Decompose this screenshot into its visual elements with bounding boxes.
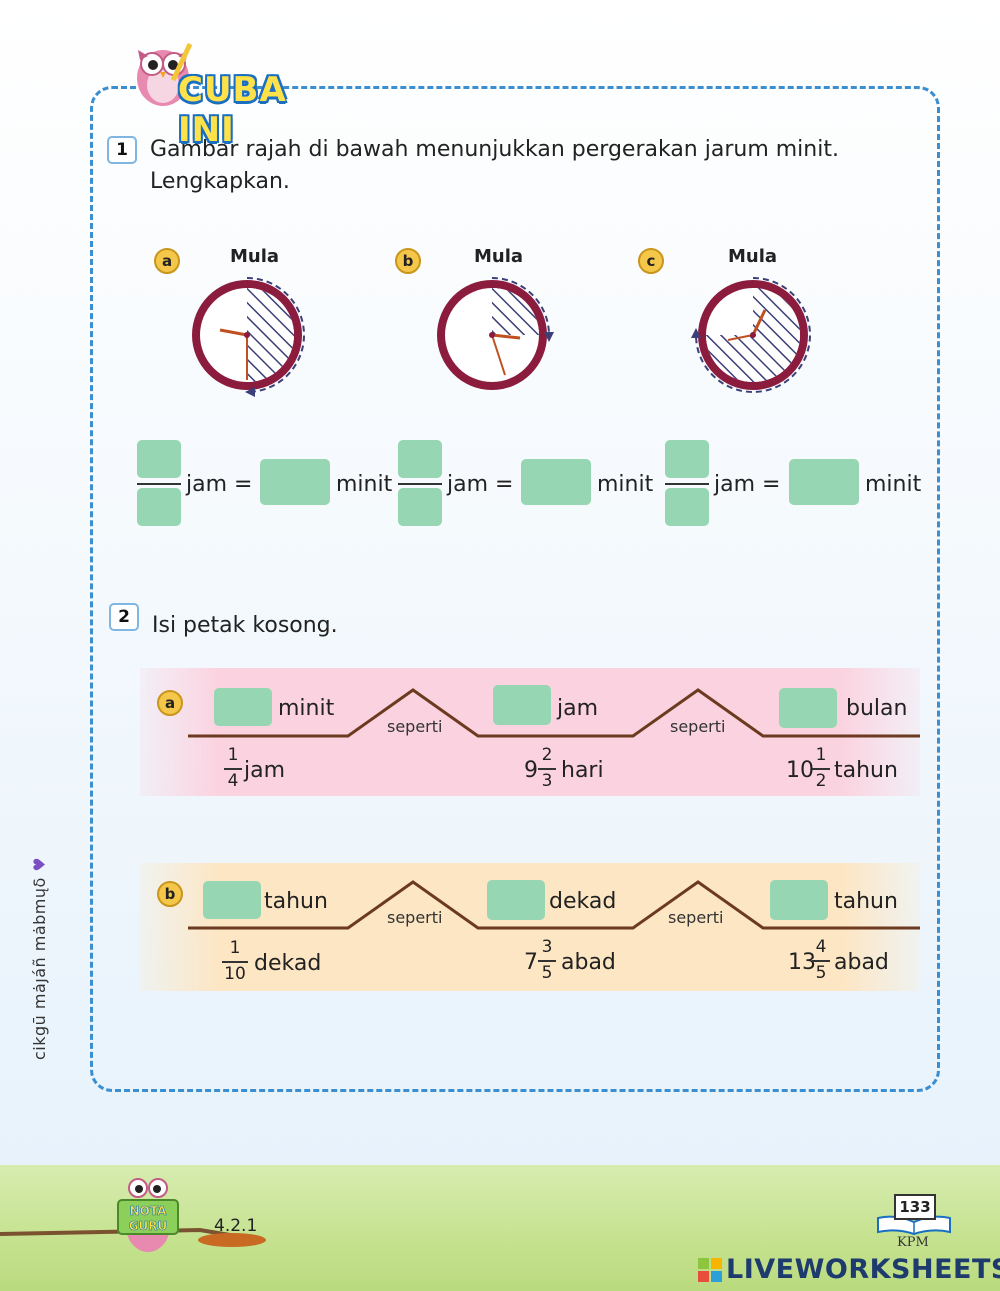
guru-label: GURU [129,1219,168,1233]
side-text-label: cikgū mȧȷáñ mȧbmųδ [30,877,49,1060]
clock-b [437,277,554,390]
band-a-unit-1: minit [278,696,335,721]
band-b-frac-3-unit: abad [834,950,889,975]
band-a-letter: a [157,690,183,716]
question-2-number: 2 [109,603,139,631]
band-a-frac-1-num: 1 [227,745,239,765]
band-b-frac-3-whole: 13 [788,950,816,975]
band-a-frac-2-den: 3 [541,771,553,791]
clock-a-numerator-box[interactable] [137,440,181,478]
question-1-number: 1 [107,136,137,164]
band-a-unit-3: bulan [846,696,908,721]
fraction-bar [812,960,830,962]
question-1-text-line1: Gambar rajah di bawah menunjukkan perger… [150,137,839,162]
clock-c-unit-jam: jam = [714,472,781,497]
band-a-box-2[interactable] [493,685,551,725]
fraction-bar [222,961,248,963]
band-b-frac-2-num: 3 [541,937,553,957]
clock-a-mula-label: Mula [230,246,280,267]
activity-frame [90,86,940,1092]
liveworksheets-brand: LIVEWORKSHEETS [726,1254,1000,1285]
band-a-frac-3-num: 1 [815,745,827,765]
band-b-frac-1-num: 1 [229,938,241,958]
band-a-frac-1-unit: jam [244,758,286,783]
owl-icon [137,42,193,106]
band-b-unit-1: tahun [264,889,328,914]
liveworksheets-logo-icon [698,1258,722,1282]
header-title: CUBA INI [178,70,287,150]
question-1-text-line2: Lengkapkan. [150,169,290,194]
band-b-line [188,880,920,930]
band-b-unit-3: tahun [834,889,898,914]
nota-guru-owl-icon: NOTA GURU [0,1178,266,1252]
clock-b-unit-jam: jam = [447,472,514,497]
side-vertical-text: cikgū mȧȷáñ mȧbmųδ ♥ [30,857,49,1060]
clock-a-letter: a [154,248,180,274]
band-a-frac-3-unit: tahun [834,758,898,783]
band-a-line [188,688,920,738]
band-a-seperti-2: seperti [670,717,726,736]
band-a-frac-3-whole: 10 [786,758,814,783]
band-a-frac-2-whole: 9 [524,758,538,783]
band-b-frac-2-den: 5 [541,963,553,983]
band-a-box-1[interactable] [214,688,272,726]
clock-a [192,277,305,397]
clock-c-minit-box[interactable] [789,459,859,505]
band-a-frac-2-num: 2 [541,745,553,765]
standard-code: 4.2.1 [214,1216,258,1236]
band-b-frac-3-num: 4 [815,937,827,957]
clock-b-mula-label: Mula [474,246,524,267]
clock-a-unit-jam: jam = [186,472,253,497]
band-b-seperti-2: seperti [668,908,724,927]
clock-c-letter: c [638,248,664,274]
nota-label: NOTA [130,1204,167,1218]
clock-b-denominator-box[interactable] [398,488,442,526]
band-b-box-2[interactable] [487,880,545,920]
band-a-frac-3-den: 2 [815,771,827,791]
band-b-letter: b [157,881,183,907]
fraction-bar [538,960,556,962]
clock-a-unit-minit: minit [336,472,393,497]
band-b-seperti-1: seperti [387,908,443,927]
band-b-unit-2: dekad [549,889,617,914]
fraction-bar [137,483,181,485]
band-b-frac-1-den: 10 [224,964,246,984]
band-b-frac-1-unit: dekad [254,951,322,976]
band-b-frac-3-den: 5 [815,963,827,983]
fraction-bar [224,768,242,770]
clock-b-numerator-box[interactable] [398,440,442,478]
fraction-bar [812,768,830,770]
clock-a-minit-box[interactable] [260,459,330,505]
band-b-box-1[interactable] [203,881,261,919]
question-2-text: Isi petak kosong. [152,613,338,638]
clock-c-unit-minit: minit [865,472,922,497]
band-a-unit-2: jam [557,696,599,721]
band-a-box-3[interactable] [779,688,837,728]
clock-a-denominator-box[interactable] [137,488,181,526]
band-b-box-3[interactable] [770,880,828,920]
heart-icon: ♥ [30,856,49,872]
fraction-bar [398,483,442,485]
clock-b-unit-minit: minit [597,472,654,497]
band-b-frac-2-unit: abad [561,950,616,975]
band-a-seperti-1: seperti [387,717,443,736]
fraction-bar [665,483,709,485]
clock-b-letter: b [395,248,421,274]
fraction-bar [538,768,556,770]
page-number: 133 [894,1194,936,1220]
clock-c-denominator-box[interactable] [665,488,709,526]
band-b-frac-2-whole: 7 [524,950,538,975]
cuba-ini-header: CUBA INI [128,30,348,150]
clock-b-minit-box[interactable] [521,459,591,505]
publisher-label: KPM [897,1235,929,1250]
clock-c-numerator-box[interactable] [665,440,709,478]
clock-c-mula-label: Mula [728,246,778,267]
band-a-frac-2-unit: hari [561,758,604,783]
clock-c [691,277,811,393]
band-a-frac-1-den: 4 [227,771,239,791]
